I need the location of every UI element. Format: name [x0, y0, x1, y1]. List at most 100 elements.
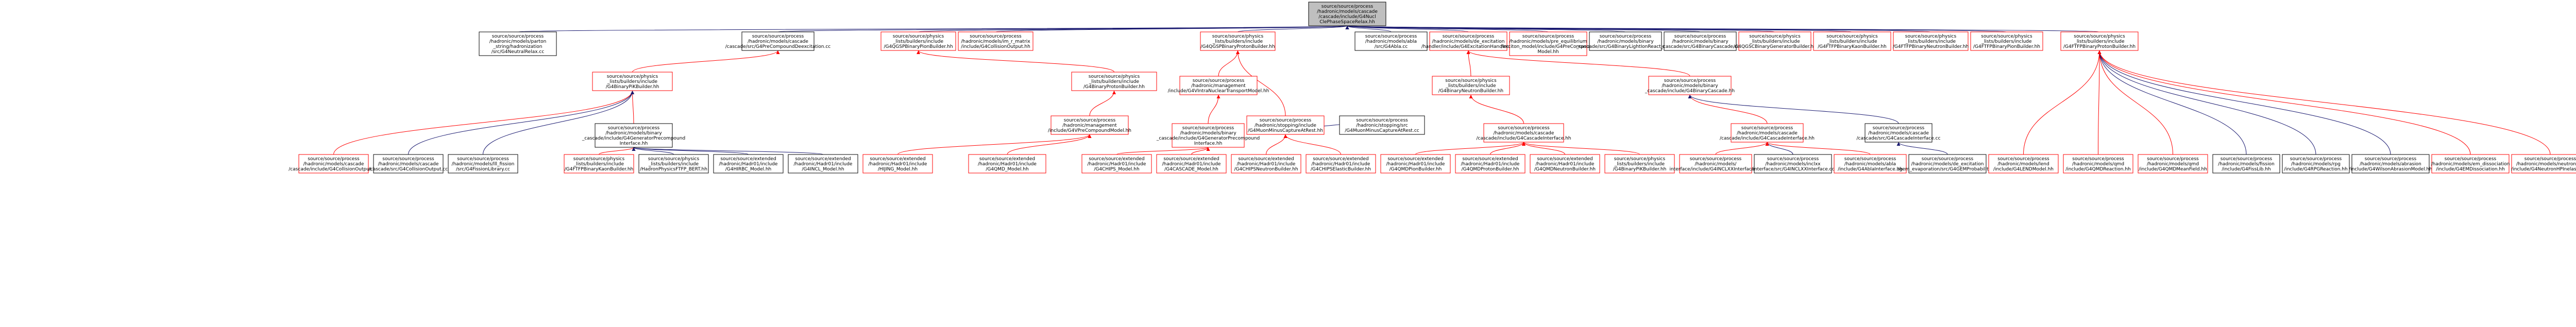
file-node[interactable]: source/source/process/hadronic/models/de… — [1421, 31, 1515, 51]
file-node[interactable]: source/source/process/hadronic/models/ab… — [2349, 154, 2432, 174]
file-node[interactable]: source/source/process/hadronic/models/ab… — [1354, 31, 1428, 51]
file-node[interactable]: source/source/process/hadronic/models/pr… — [1501, 31, 1596, 56]
node-label-line: /hadronic/Hadr01/include — [1088, 162, 1146, 167]
node-label-line: source/source/process — [2365, 157, 2417, 162]
file-node[interactable]: source/source/extended/hadronic/Hadr01/i… — [1530, 154, 1600, 174]
file-node[interactable]: source/source/process/hadronic/models/le… — [1988, 154, 2059, 174]
file-node[interactable]: source/source/physics_lists/builders/inc… — [1970, 31, 2043, 51]
file-node[interactable]: source/source/extended/hadronic/Hadr01/i… — [1380, 154, 1451, 174]
file-node[interactable]: source/source/physics_lists/builders/inc… — [1071, 72, 1157, 91]
file-node[interactable]: source/source/process/hadronic/models/ca… — [1856, 123, 1941, 143]
file-node[interactable]: source/source/process/hadronic/models/bi… — [582, 123, 685, 148]
include-edge — [777, 25, 1349, 32]
file-node[interactable]: source/source/process/hadronic/models/em… — [2431, 154, 2510, 174]
file-node[interactable]: source/source/process/hadronic/models/ll… — [448, 154, 518, 174]
file-node[interactable]: source/source/process/hadronic/models/im… — [958, 31, 1033, 51]
file-node[interactable]: source/source/process/hadronic/models/bi… — [1660, 31, 1740, 51]
node-label-line: source/source/process — [1844, 157, 1896, 162]
file-node[interactable]: source/source/process/hadronic/models/fi… — [2212, 154, 2280, 174]
file-node[interactable]: source/source/physics_lists/builders/inc… — [1604, 154, 1675, 174]
node-label-line: /hadronic/Hadr01/include — [1386, 162, 1445, 167]
node-label-line: /include/G4RPGReaction.hh — [2284, 167, 2347, 172]
node-label-line: /hadronic/models/lend — [1997, 162, 2049, 167]
file-node[interactable]: source/source/extended/hadronic/Hadr01/i… — [1455, 154, 1526, 174]
file-node[interactable]: source/source/extended/hadronic/Hadr01/i… — [788, 154, 858, 174]
file-node[interactable]: source/source/extended/hadronic/Hadr01/i… — [968, 154, 1046, 174]
node-box — [1589, 31, 1662, 51]
file-node[interactable]: source/source/physics_lists/builders/inc… — [638, 154, 709, 174]
file-node[interactable]: source/source/extended/hadronic/Hadr01/i… — [862, 154, 933, 174]
node-label-line: /hadronic/models/cascade — [1317, 9, 1378, 14]
file-node[interactable]: source/source/physics_lists/builders/inc… — [1733, 31, 1817, 51]
file-node[interactable]: source/source/physics_lists/builders/inc… — [880, 31, 956, 51]
node-label-line: _lists/builders/include — [1981, 39, 2032, 44]
node-label-line: /include/G4QMDMeanField.hh — [2139, 167, 2207, 172]
node-label-line: /hadronic/Hadr01/include — [869, 162, 927, 167]
file-node[interactable]: source/source/extended/hadronic/Hadr01/i… — [1156, 154, 1227, 174]
file-node[interactable]: source/source/physics_lists/builders/inc… — [592, 72, 673, 91]
include-edge — [1896, 142, 1948, 155]
file-node[interactable]: source/source/extended/hadronic/Hadr01/i… — [1306, 154, 1376, 174]
node-box — [564, 154, 634, 174]
node-label-line: /handler/include/G4ExcitationHandler.hh — [1421, 44, 1515, 49]
node-box — [373, 154, 444, 174]
node-box — [1509, 31, 1587, 56]
file-node[interactable]: source/source/physics_lists/builders/inc… — [1432, 76, 1510, 95]
include-edge — [1415, 142, 1526, 155]
node-box — [1179, 76, 1258, 95]
file-node[interactable]: source/source/process/hadronic/models/in… — [1669, 154, 1762, 174]
file-node[interactable]: source/source/process/hadronic/managemen… — [1168, 76, 1269, 95]
file-node[interactable]: source/source/process/hadronic/models/bi… — [1156, 123, 1260, 148]
file-node[interactable]: source/source/process/hadronic/models/ca… — [369, 154, 448, 174]
file-node[interactable]: source/source/process/hadronic/models/bi… — [1645, 76, 1735, 95]
node-label-line: source/source/physics — [1212, 34, 1264, 39]
file-node[interactable]: source/source/extended/hadronic/Hadr01/i… — [713, 154, 784, 174]
node-label-line: _lists/builders/include — [648, 162, 699, 167]
include-edge — [917, 50, 1114, 73]
file-node[interactable]: source/source/process/hadronic/models/ca… — [1720, 123, 1815, 143]
node-label-line: interface/include/G4INCLXXInterface.hh — [1669, 167, 1761, 172]
node-label-line: source/source/extended — [1238, 157, 1294, 162]
include-edge — [1218, 50, 1240, 77]
file-node[interactable]: source/source/process/hadronic/models/ab… — [1834, 154, 1907, 174]
node-label-line: source/source/process — [1600, 34, 1652, 39]
file-node[interactable]: source/source/process/hadronic/models/in… — [1751, 154, 1835, 174]
node-label-line: source/source/process — [608, 126, 660, 131]
file-node[interactable]: source/source/physics_lists/builders/inc… — [1893, 31, 1969, 51]
include-edge — [1116, 147, 1210, 155]
file-node[interactable]: source/source/process/hadronic/models/ca… — [725, 31, 831, 51]
file-node[interactable]: source/source/physics_lists/builders/inc… — [564, 154, 634, 174]
node-label-line: source/source/process — [1522, 34, 1574, 39]
file-node[interactable]: source/source/extended/hadronic/Hadr01/i… — [1231, 154, 1301, 174]
file-node[interactable]: source/source/process/hadronic/models/qm… — [2063, 154, 2133, 174]
file-node[interactable]: source/source/process/hadronic/models/ca… — [1476, 123, 1571, 143]
file-node[interactable]: source/source/physics_lists/builders/inc… — [1813, 31, 1891, 51]
node-label-line: source/source/process — [1674, 34, 1726, 39]
file-node[interactable]: source/source/physics_lists/builders/inc… — [1200, 31, 1276, 51]
file-node[interactable]: source/source/process/hadronic/stopping/… — [1339, 115, 1425, 135]
file-node[interactable]: source/source/process/hadronic/stopping/… — [1246, 115, 1325, 135]
node-label-line: /include/G4NeutronHPInelastic.hh — [2511, 167, 2576, 172]
file-node[interactable]: source/source/process/hadronic/models/bi… — [1576, 31, 1674, 51]
file-node[interactable]: source/source/physics_lists/builders/inc… — [2060, 31, 2139, 51]
file-node[interactable]: source/source/process/hadronic/models/ne… — [2511, 154, 2576, 174]
include-edge — [918, 25, 1349, 32]
file-node[interactable]: source/source/extended/hadronic/Hadr01/i… — [1081, 154, 1152, 174]
node-box — [1988, 154, 2059, 174]
file-node[interactable]: source/source/process/hadronic/models/de… — [1898, 154, 1997, 174]
file-node[interactable]: source/source/process/hadronic/models/pa… — [479, 31, 557, 56]
file-node[interactable]: source/source/process/hadronic/models/qm… — [2138, 154, 2208, 174]
node-label-line: /G4CHIPSElasticBuilder.hh — [1311, 167, 1371, 172]
include-edge — [2097, 50, 2102, 155]
node-box — [2351, 154, 2430, 174]
file-node[interactable]: source/source/process/hadronic/models/ca… — [289, 154, 379, 174]
node-label-line: source/source/process — [1064, 118, 1116, 123]
node-label-line: /hadronic/models/rpg — [2291, 162, 2341, 167]
node-box — [1648, 76, 1732, 95]
file-node[interactable]: source/source/process/hadronic/models/rp… — [2282, 154, 2350, 174]
file-node[interactable]: source/source/process/hadronic/managemen… — [1048, 115, 1131, 135]
include-edge — [1522, 142, 1565, 155]
node-label-line: /hadronic/models/ — [1695, 162, 1737, 167]
node-label-line: /hadronic/Hadr01/include — [1461, 162, 1520, 167]
node-label-line: _lists/builders/include — [573, 162, 624, 167]
